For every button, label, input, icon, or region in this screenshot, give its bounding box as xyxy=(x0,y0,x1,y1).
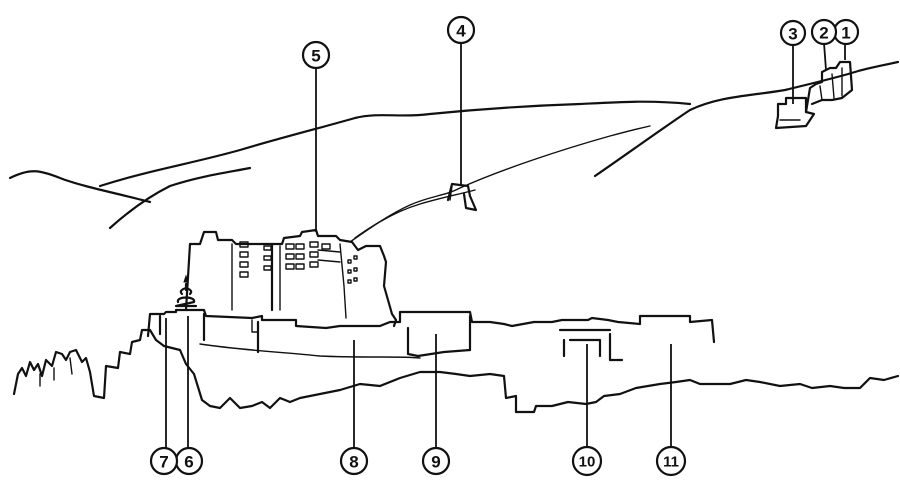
callout-8-label: 8 xyxy=(349,453,358,472)
callout-7: 7 xyxy=(149,446,179,476)
town-skyline xyxy=(12,328,900,414)
callout-2: 2 xyxy=(810,18,838,46)
callout-4: 4 xyxy=(446,15,476,45)
callout-3-label: 3 xyxy=(788,25,797,44)
callout-9: 9 xyxy=(421,446,451,476)
stupa xyxy=(174,274,198,308)
hill-path xyxy=(349,125,651,243)
far-hills xyxy=(8,60,900,230)
callout-2-label: 2 xyxy=(819,24,828,43)
callout-5-label: 5 xyxy=(311,47,320,66)
callout-11: 11 xyxy=(655,445,687,477)
callout-5: 5 xyxy=(301,40,331,70)
callout-10-label: 10 xyxy=(579,454,596,471)
callout-11-label: 11 xyxy=(663,454,679,471)
callout-7-label: 7 xyxy=(159,453,168,472)
callout-10: 10 xyxy=(571,445,603,477)
palace-main-building xyxy=(184,228,398,328)
callout-9-label: 9 xyxy=(431,453,440,472)
lower-town-walls xyxy=(146,308,716,362)
palace-windows xyxy=(239,241,358,284)
callout-8: 8 xyxy=(339,446,369,476)
callout-4-label: 4 xyxy=(456,22,466,41)
callout-3: 3 xyxy=(779,19,807,47)
callout-leaders xyxy=(165,42,846,448)
hilltop-structure-4 xyxy=(446,182,478,212)
callout-6-label: 6 xyxy=(184,453,193,472)
callout-6: 6 xyxy=(174,446,204,476)
callout-1-label: 1 xyxy=(841,24,850,43)
ridge-structures-1-3 xyxy=(774,60,854,130)
callout-1: 1 xyxy=(832,18,860,46)
